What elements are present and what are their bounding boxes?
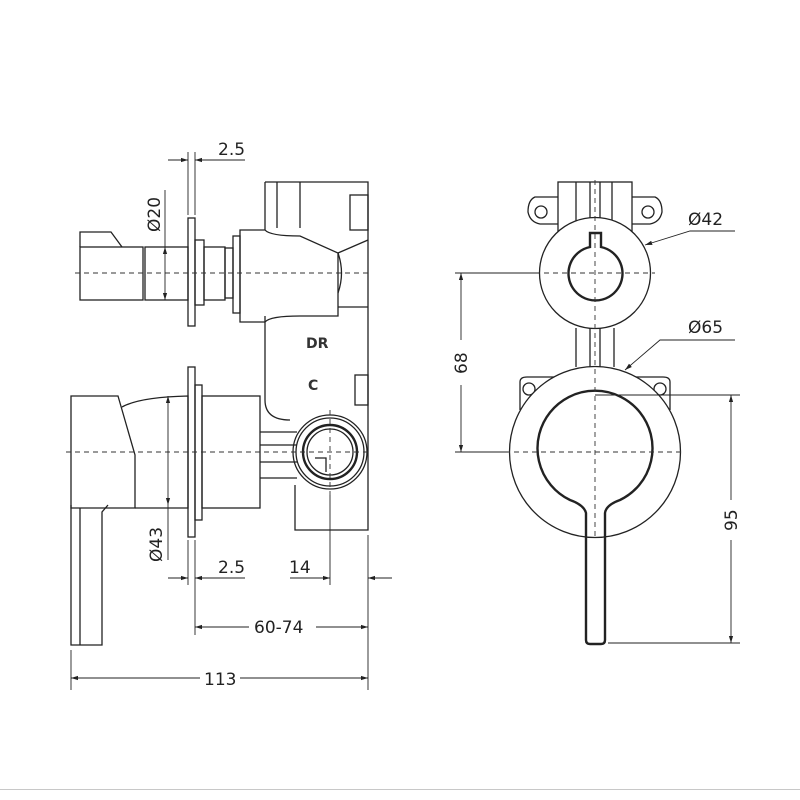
dim-centre-distance: 68 xyxy=(452,272,540,453)
cold-marking: C xyxy=(308,378,318,394)
dim-label: Ø42 xyxy=(688,210,723,230)
dim-label: 2.5 xyxy=(218,558,245,578)
dim-diverter-plate: Ø42 xyxy=(644,210,735,246)
dim-handle-diameter: Ø43 xyxy=(147,396,171,562)
front-view: Ø42 Ø65 68 95 xyxy=(452,180,742,646)
mixer-lever xyxy=(536,389,654,646)
page-divider xyxy=(0,789,800,790)
dim-stem-diameter: Ø20 xyxy=(145,190,168,300)
dim-label: 2.5 xyxy=(218,140,245,160)
dim-label: Ø43 xyxy=(147,527,167,562)
mixer-handle xyxy=(70,366,261,646)
dim-overall-depth: 113 xyxy=(70,650,368,690)
dim-mixer-plate: Ø65 xyxy=(624,318,735,371)
diverter-spindle xyxy=(567,231,624,302)
diverter-marking: DR xyxy=(306,336,329,352)
dim-label: 113 xyxy=(204,670,236,690)
valve-body xyxy=(194,181,369,531)
side-view: DR C 2.5 Ø20 Ø43 2.5 xyxy=(66,140,392,690)
dim-label: 68 xyxy=(452,352,472,374)
dim-label: Ø20 xyxy=(145,197,165,232)
diverter-handle xyxy=(79,217,196,327)
dim-top-flange: 2.5 xyxy=(168,140,245,215)
dim-label: 60-74 xyxy=(254,618,303,638)
dim-label: 14 xyxy=(289,558,311,578)
dim-port-offset: 14 xyxy=(289,495,392,690)
dim-lever-length: 95 xyxy=(595,394,742,644)
dim-label: 95 xyxy=(722,509,742,531)
connector xyxy=(575,328,615,367)
dim-bottom-flange: 2.5 xyxy=(168,540,245,635)
dim-label: Ø65 xyxy=(688,318,723,338)
dim-wall-depth: 60-74 xyxy=(195,618,368,638)
